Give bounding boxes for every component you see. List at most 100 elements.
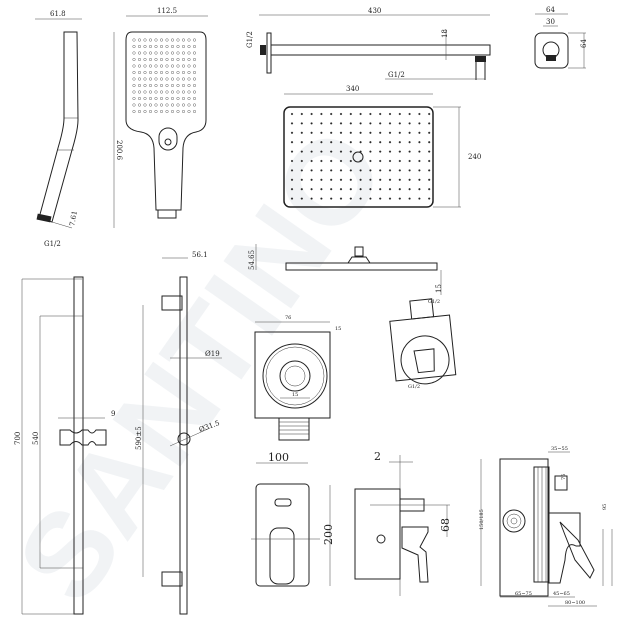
- nozzle-dot: [339, 159, 343, 163]
- nozzle-dot: [290, 188, 294, 191]
- nozzle-dot: [154, 51, 158, 55]
- nozzle-dot: [339, 141, 343, 144]
- nozzle-dot: [349, 169, 352, 172]
- nozzle-dot: [300, 122, 303, 125]
- dim-arm-wall-thread: G1/2: [246, 31, 254, 48]
- nozzle-dot: [290, 159, 294, 163]
- nozzle-dot: [339, 150, 343, 153]
- nozzle-dot: [320, 131, 323, 134]
- nozzle-dot: [359, 188, 362, 191]
- nozzle-dot: [418, 122, 421, 125]
- nozzle-dot: [176, 83, 180, 87]
- nozzle-dot: [359, 122, 362, 125]
- nozzle-dot: [290, 141, 294, 144]
- nozzle-dot: [154, 83, 158, 87]
- nozzle-dot: [369, 159, 372, 163]
- nozzle-dot: [143, 90, 147, 94]
- nozzle-dot: [398, 150, 401, 153]
- nozzle-dot: [388, 197, 392, 200]
- nozzle-dot: [165, 77, 169, 81]
- nozzle-dot: [300, 188, 303, 191]
- watermark-logo: SANTINO: [0, 106, 411, 625]
- nozzle-dot: [310, 122, 313, 125]
- nozzle-dot: [349, 150, 352, 153]
- dim-rail-inner: 540: [32, 432, 40, 445]
- nozzle-dot: [181, 38, 185, 42]
- nozzle-dot: [408, 150, 411, 153]
- nozzle-dot: [310, 141, 313, 144]
- nozzle-dot: [170, 109, 174, 113]
- nozzle-dot: [388, 178, 392, 181]
- nozzle-dot: [143, 103, 147, 107]
- nozzle-dot: [428, 112, 431, 116]
- dim-outlet-thread2: G1/2: [408, 384, 420, 390]
- nozzle-dot: [428, 150, 431, 153]
- nozzle-dot: [398, 178, 401, 181]
- nozzle-dot: [398, 159, 401, 163]
- nozzle-dot: [418, 112, 421, 116]
- nozzle-dot: [359, 159, 362, 163]
- nozzle-dot: [187, 64, 191, 68]
- slide-rail-side-view: 56.1 590±5 Ø19 Ø31.5: [135, 251, 222, 615]
- nozzle-dot: [428, 178, 431, 181]
- dim-head-thickness: 15: [435, 284, 443, 293]
- nozzle-dot: [379, 122, 382, 125]
- nozzle-dot: [148, 51, 152, 55]
- nozzle-dot: [369, 197, 372, 200]
- dim-rail-total: 700: [14, 432, 22, 445]
- dim-body-f: 95: [602, 504, 608, 510]
- nozzle-dot: [339, 188, 343, 191]
- nozzle-dot: [165, 45, 169, 49]
- nozzle-dot: [137, 96, 141, 100]
- nozzle-dot: [428, 188, 431, 191]
- nozzle-dot: [192, 58, 196, 62]
- nozzle-dot: [165, 64, 169, 68]
- nozzle-dot: [379, 141, 382, 144]
- nozzle-dot: [143, 45, 147, 49]
- nozzle-dot: [137, 38, 141, 42]
- nozzle-dot: [143, 70, 147, 74]
- dim-flange-inner: 30: [546, 18, 555, 26]
- nozzle-dot: [330, 178, 333, 181]
- dim-rail-span: 590±5: [135, 426, 143, 450]
- nozzle-dot: [398, 122, 401, 125]
- nozzle-dot: [137, 77, 141, 81]
- nozzle-dot: [310, 188, 313, 191]
- nozzle-dot: [181, 45, 185, 49]
- nozzle-dot: [132, 96, 136, 100]
- nozzle-dot: [148, 38, 152, 42]
- nozzle-dot: [187, 90, 191, 94]
- nozzle-dot: [379, 197, 382, 200]
- dim-hand-length: 200.6: [115, 140, 123, 161]
- nozzle-dot: [181, 51, 185, 55]
- nozzle-dot: [181, 64, 185, 68]
- nozzle-dot: [137, 58, 141, 62]
- nozzle-dot: [418, 150, 421, 153]
- nozzle-dot: [154, 109, 158, 113]
- nozzle-dot: [330, 188, 333, 191]
- nozzle-dot: [359, 141, 362, 144]
- head-shower-side-view: 54.65 15: [248, 244, 443, 295]
- nozzle-dot: [170, 58, 174, 62]
- nozzle-dot: [143, 96, 147, 100]
- nozzle-dot: [132, 64, 136, 68]
- dim-outlet-thread: G1/2: [428, 299, 440, 305]
- nozzle-dot: [192, 38, 196, 42]
- dim-mixer-depth: 2: [374, 450, 381, 463]
- nozzle-dot: [137, 103, 141, 107]
- nozzle-dot: [192, 96, 196, 100]
- nozzle-dot: [369, 112, 372, 116]
- nozzle-dot: [181, 58, 185, 62]
- hand-shower-front-view: 112.5 200.6: [113, 7, 208, 228]
- nozzle-dot: [300, 112, 303, 116]
- nozzle-dot: [320, 159, 323, 163]
- nozzle-dot: [310, 131, 313, 134]
- nozzle-dot: [300, 131, 303, 134]
- nozzle-dot: [176, 64, 180, 68]
- nozzle-dot: [290, 112, 294, 116]
- nozzle-dot: [159, 51, 163, 55]
- nozzle-dot: [187, 45, 191, 49]
- nozzle-dot: [159, 38, 163, 42]
